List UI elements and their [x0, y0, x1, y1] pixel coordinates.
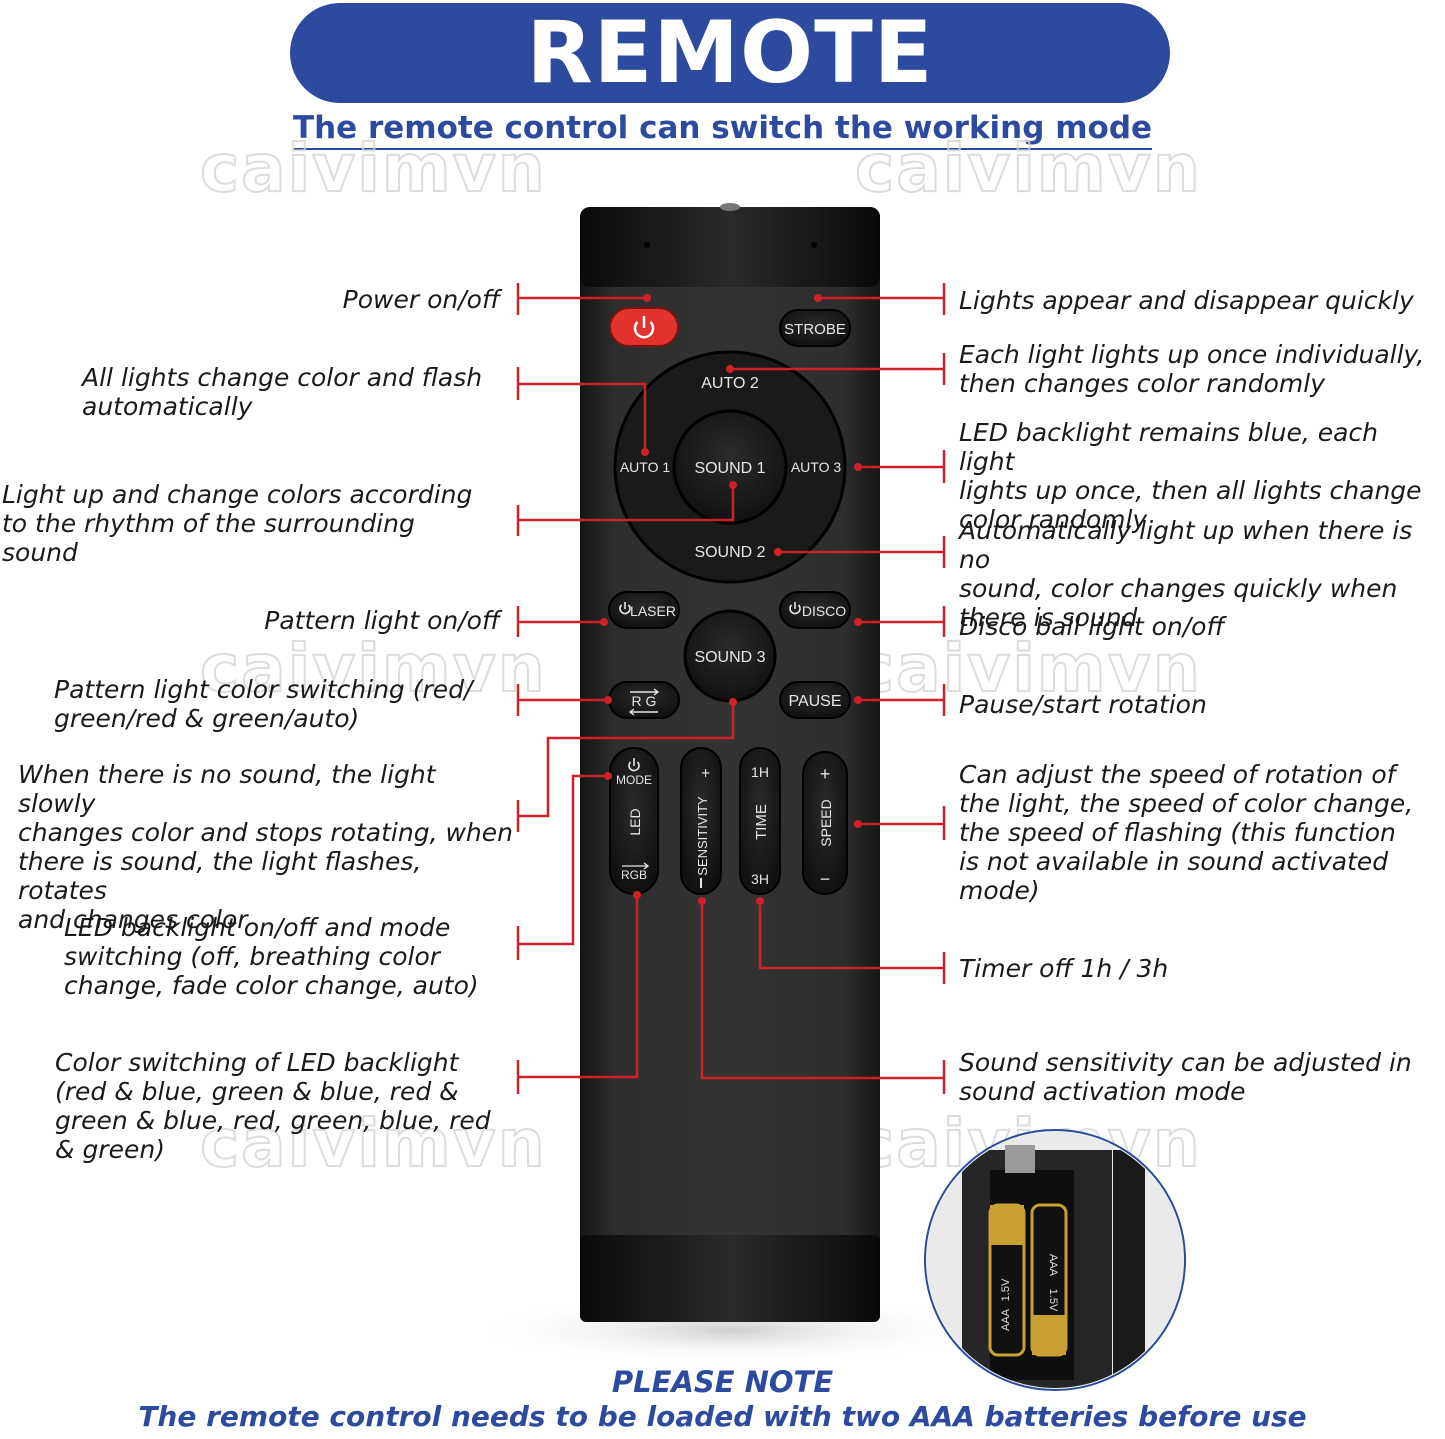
pause-label: PAUSE: [788, 693, 841, 710]
auto2-button[interactable]: AUTO 2: [701, 375, 759, 392]
battery-2-voltage: 1.5V: [1047, 1289, 1059, 1312]
speed-rocker[interactable]: + SPEED −: [802, 751, 848, 895]
rgb-label: RGB: [621, 868, 647, 882]
battery-2-type: AAA: [1047, 1254, 1059, 1277]
watermark: caivimvn: [199, 129, 547, 208]
rg-label: R G: [632, 693, 657, 709]
label-rg: Pattern light color switching (red/green…: [54, 675, 473, 733]
laser-power-icon: [619, 602, 631, 615]
callout-lines: [516, 283, 946, 1094]
label-pause: Pause/start rotation: [959, 690, 1207, 719]
page-subtitle: The remote control can switch the workin…: [292, 110, 1153, 150]
label-sound3: When there is no sound, the light slowly…: [18, 760, 513, 934]
label-auto2: Each light lights up once individually,t…: [959, 340, 1425, 398]
rgb-arrows-icon: [622, 862, 650, 870]
time-rocker[interactable]: 1H TIME 3H: [739, 747, 781, 895]
switch-arrows-icon: [628, 688, 660, 716]
battery-compartment-inset: 1.5V AAA AAA 1.5V: [924, 1129, 1186, 1391]
sound1-button[interactable]: [672, 409, 788, 525]
battery-1-voltage: 1.5V: [1000, 1278, 1012, 1301]
label-timer: Timer off 1h / 3h: [959, 954, 1169, 983]
strobe-button[interactable]: STROBE: [779, 309, 851, 347]
mode-dial: SOUND 1 AUTO 2 AUTO 1 AUTO 3 SOUND 2: [613, 350, 847, 584]
led-label: LED: [627, 808, 643, 835]
sound2-button[interactable]: SOUND 2: [694, 544, 765, 561]
time-1h-label: 1H: [751, 764, 769, 780]
battery-1: 1.5V AAA: [988, 1203, 1026, 1357]
battery-2: AAA 1.5V: [1030, 1203, 1068, 1357]
laser-label: LASER: [630, 603, 676, 619]
mode-power-icon: [628, 758, 640, 772]
watermark: caivimvn: [199, 1104, 547, 1183]
speed-minus: −: [820, 869, 831, 889]
rg-button[interactable]: R G: [608, 681, 680, 719]
speed-plus: +: [820, 764, 831, 784]
watermark: caivimvn: [854, 129, 1202, 208]
sound1-label: SOUND 1: [694, 460, 765, 477]
time-label: TIME: [753, 804, 770, 840]
time-3h-label: 3H: [751, 871, 769, 887]
strobe-label: STROBE: [784, 321, 846, 338]
sound3-label: SOUND 3: [694, 649, 765, 666]
disco-power-icon: [789, 602, 801, 615]
power-button[interactable]: [609, 307, 679, 347]
label-power: Power on/off: [342, 285, 500, 314]
disco-button[interactable]: DISCO: [779, 591, 851, 629]
watermark: caivimvn: [854, 629, 1202, 708]
battery-1-type: AAA: [1000, 1308, 1012, 1331]
laser-button[interactable]: LASER: [608, 591, 680, 629]
callout-dots: [600, 294, 862, 905]
watermark: caivimvn: [199, 629, 547, 708]
mode-label: MODE: [616, 773, 652, 787]
label-rgb: Color switching of LED backlight(red & b…: [55, 1048, 491, 1164]
led-rocker[interactable]: MODE LED RGB: [609, 747, 659, 895]
label-laser: Pattern light on/off: [264, 606, 500, 635]
sensitivity-plus: +: [698, 768, 715, 777]
speed-label: SPEED: [818, 799, 834, 846]
disco-label: DISCO: [802, 603, 846, 619]
sensitivity-label: SENSITIVITY: [695, 796, 710, 876]
page-title: REMOTE CONTROL: [290, 3, 1170, 203]
sound3-button[interactable]: SOUND 3: [683, 609, 777, 703]
note-text: The remote control needs to be loaded wi…: [138, 1400, 1307, 1433]
note-title: PLEASE NOTE: [611, 1365, 834, 1399]
auto3-button[interactable]: AUTO 3: [791, 459, 842, 475]
sensitivity-rocker[interactable]: SENSITIVITY +: [680, 747, 722, 895]
label-disco: Disco ball light on/off: [959, 612, 1225, 641]
label-strobe: Lights appear and disappear quickly: [959, 286, 1414, 315]
pause-button[interactable]: PAUSE: [779, 681, 851, 719]
auto1-button[interactable]: AUTO 1: [620, 459, 671, 475]
power-icon: [633, 316, 655, 339]
